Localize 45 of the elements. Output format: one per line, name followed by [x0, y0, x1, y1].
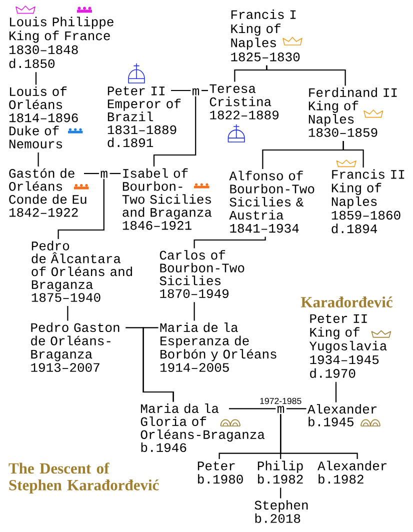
person-label: Francis I King of Naples 1825–1830 — [231, 9, 300, 62]
person-label: Maria de la Esperanza de Borbón y Orléans 1914–2005 — [160, 322, 276, 372]
connector-line — [202, 90, 208, 92]
connector-line — [194, 302, 195, 321]
connector-line — [142, 327, 174, 402]
connector-line — [38, 152, 39, 166]
dynasty-heading: Karađorđević — [300, 296, 392, 308]
person-label: Philip b.1982 — [258, 460, 303, 484]
connector-line — [194, 236, 266, 248]
person-label: Louis of Orléans 1814–1896 Duke of Nemours — [9, 86, 78, 148]
connector-line — [286, 408, 306, 410]
person-label: Peter II Emperor of Brazil 1831–1889 d.1891 — [108, 86, 181, 148]
connector-line — [84, 172, 99, 174]
marriage-mark: m — [192, 88, 200, 96]
connector-line — [153, 96, 196, 166]
person-label: Isabel of Bourbon-Two Sicilies and Braganza 1846–1921 — [122, 168, 212, 230]
person-label: Teresa Cristina 1822–1889 — [210, 84, 278, 120]
person-label: Pedro de Âlcantara of Orléans and Braganza 1875–1940 — [32, 240, 132, 302]
person-label: Stephen b.2018 — [254, 500, 308, 523]
person-label: Francis II King of Naples 1859–1860 d.1894 — [332, 169, 404, 234]
connector-line — [67, 306, 68, 321]
person-label: Carlos of Bourbon-Two Sicilies 1870–1949 — [160, 250, 244, 298]
connector-line — [58, 178, 104, 239]
marriage-mark: m — [278, 406, 284, 413]
connector-line — [335, 382, 337, 402]
person-label: Peter II King of Yugoslavia 1934–1945 d.1970 — [309, 314, 387, 378]
marriage-mark: m — [100, 170, 108, 178]
connector-line — [229, 408, 276, 410]
person-label: Pedro Gaston de Orléans-Braganza 1913–2007 — [31, 322, 120, 372]
connector-line — [110, 172, 121, 174]
connector-line — [280, 414, 358, 459]
date-label: 1972-1985 — [260, 398, 302, 404]
connector-line — [342, 141, 364, 168]
person-label: Peter b.1980 — [198, 462, 243, 484]
person-label: Louis Philippe King of France 1830–1848 d.1850 — [9, 16, 114, 68]
person-label: Alexander b.1982 — [318, 460, 387, 484]
person-label: Gastón de Orléans Conde de Eu 1842–1922 — [9, 168, 86, 217]
title: The Descent of Stephen Karađorđević — [8, 462, 159, 494]
person-label: Alfonso of Bourbon-Two Sicilies & Austria 1841–1934 — [229, 170, 314, 233]
person-label: Maria da la Gloria of Orléans-Braganza b.1946 — [140, 403, 265, 452]
person-label: Alexander b.1945 — [308, 404, 377, 426]
connector-line — [280, 488, 282, 498]
connector-line — [266, 65, 346, 86]
connector-line — [35, 72, 37, 85]
person-label: Ferdinand II King of Naples 1830–1859 — [308, 87, 397, 137]
